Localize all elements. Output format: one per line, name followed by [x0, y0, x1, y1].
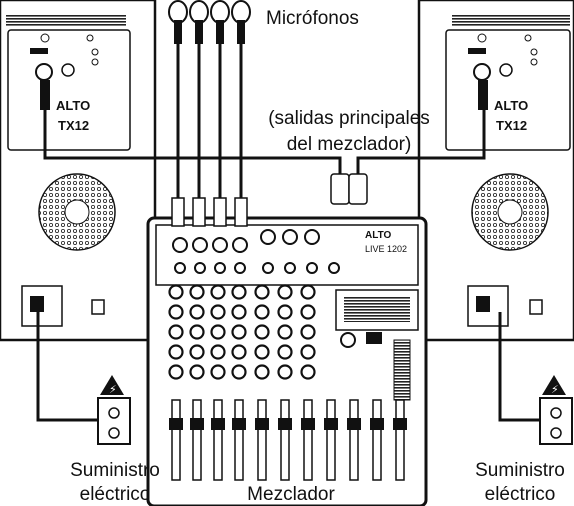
mic-cables [176, 40, 243, 215]
fader-cap [370, 418, 384, 430]
power-right-label-line1: Suministro [475, 460, 565, 481]
fader-track [192, 399, 202, 481]
fader-track [171, 399, 181, 481]
svg-text:⚡: ⚡ [109, 383, 117, 396]
mixer-knob [189, 344, 205, 360]
fader-cap [255, 418, 269, 430]
speaker-right: ALTO TX12 [417, 0, 574, 342]
power-right-label-line2: eléctrico [484, 484, 556, 505]
microphones [168, 0, 251, 44]
warning-icon [100, 375, 124, 395]
fader-cap [278, 418, 292, 430]
microphone-icon [168, 0, 188, 44]
mixer-knob [254, 284, 270, 300]
mic-plugs [171, 197, 248, 227]
fader-cap [232, 418, 246, 430]
mixer-knob [210, 284, 226, 300]
power-outlet-right: ⚡ [539, 375, 573, 445]
microphones-label: Micrófonos [266, 8, 359, 29]
mixer-knob [231, 344, 247, 360]
power-cables [36, 312, 545, 422]
fader-track [349, 399, 359, 481]
speaker-left-model: TX12 [58, 118, 89, 133]
mixer-knob [254, 304, 270, 320]
mixer-knob [300, 284, 316, 300]
fader-track [257, 399, 267, 481]
mixer-knob [231, 324, 247, 340]
mixer-knob [300, 344, 316, 360]
mixer-knob [231, 364, 247, 380]
main-output-plugs [330, 173, 368, 205]
mixer-knob [210, 344, 226, 360]
mixer-brand: ALTO [365, 230, 392, 241]
mixer-knob [231, 304, 247, 320]
fader-track [395, 399, 405, 481]
fader-track [303, 399, 313, 481]
mixer-knob [277, 284, 293, 300]
svg-text:⚡: ⚡ [551, 383, 559, 396]
mixer-knob [231, 284, 247, 300]
microphone-icon [189, 0, 209, 44]
fader-track [372, 399, 382, 481]
mixer-knob [254, 364, 270, 380]
fader-cap [211, 418, 225, 430]
mixer-knob [168, 324, 184, 340]
mixer-knob [189, 284, 205, 300]
fader-cap [393, 418, 407, 430]
mixer-model: LIVE 1202 [365, 244, 407, 254]
mixer-knob [277, 324, 293, 340]
mixer-knob [168, 344, 184, 360]
fader-track [326, 399, 336, 481]
fader-cap [301, 418, 315, 430]
fader-track [213, 399, 223, 481]
power-left-label-line2: eléctrico [79, 484, 151, 505]
mixer-knob [300, 364, 316, 380]
mixer-knob [254, 344, 270, 360]
mixer-knob [277, 344, 293, 360]
microphone-icon [210, 0, 230, 44]
mixer-knob [277, 364, 293, 380]
mixer-knob [254, 324, 270, 340]
power-left-label-line1: Suministro [70, 460, 160, 481]
fader-cap [347, 418, 361, 430]
mixer-knob [168, 284, 184, 300]
mixer-knob [300, 304, 316, 320]
speaker-left: ALTO TX12 [0, 0, 157, 342]
mixer-knob [300, 324, 316, 340]
mixer-knob [210, 364, 226, 380]
speaker-right-model: TX12 [496, 118, 527, 133]
mixer-knob [189, 324, 205, 340]
main-output-cables [43, 110, 486, 178]
mixer-knob [210, 324, 226, 340]
mixer-knob [210, 304, 226, 320]
fader-track [280, 399, 290, 481]
fader-track [234, 399, 244, 481]
mixer-knob [168, 304, 184, 320]
fader-cap [190, 418, 204, 430]
mixer-unit: ALTO LIVE 1202 [146, 216, 428, 506]
mixer-knob [189, 364, 205, 380]
fader-cap [169, 418, 183, 430]
fader-cap [324, 418, 338, 430]
mixer-knob [189, 304, 205, 320]
speaker-left-brand: ALTO [56, 98, 90, 113]
main-outputs-label-line1: (salidas principales [268, 108, 430, 129]
speaker-right-brand: ALTO [494, 98, 528, 113]
microphone-icon [231, 0, 251, 44]
main-outputs-label-line2: del mezclador) [286, 134, 412, 155]
power-outlet-left: ⚡ [97, 375, 131, 445]
mixer-knob [168, 364, 184, 380]
warning-icon [542, 375, 566, 395]
mixer-label: Mezclador [247, 484, 335, 505]
mixer-knob [277, 304, 293, 320]
